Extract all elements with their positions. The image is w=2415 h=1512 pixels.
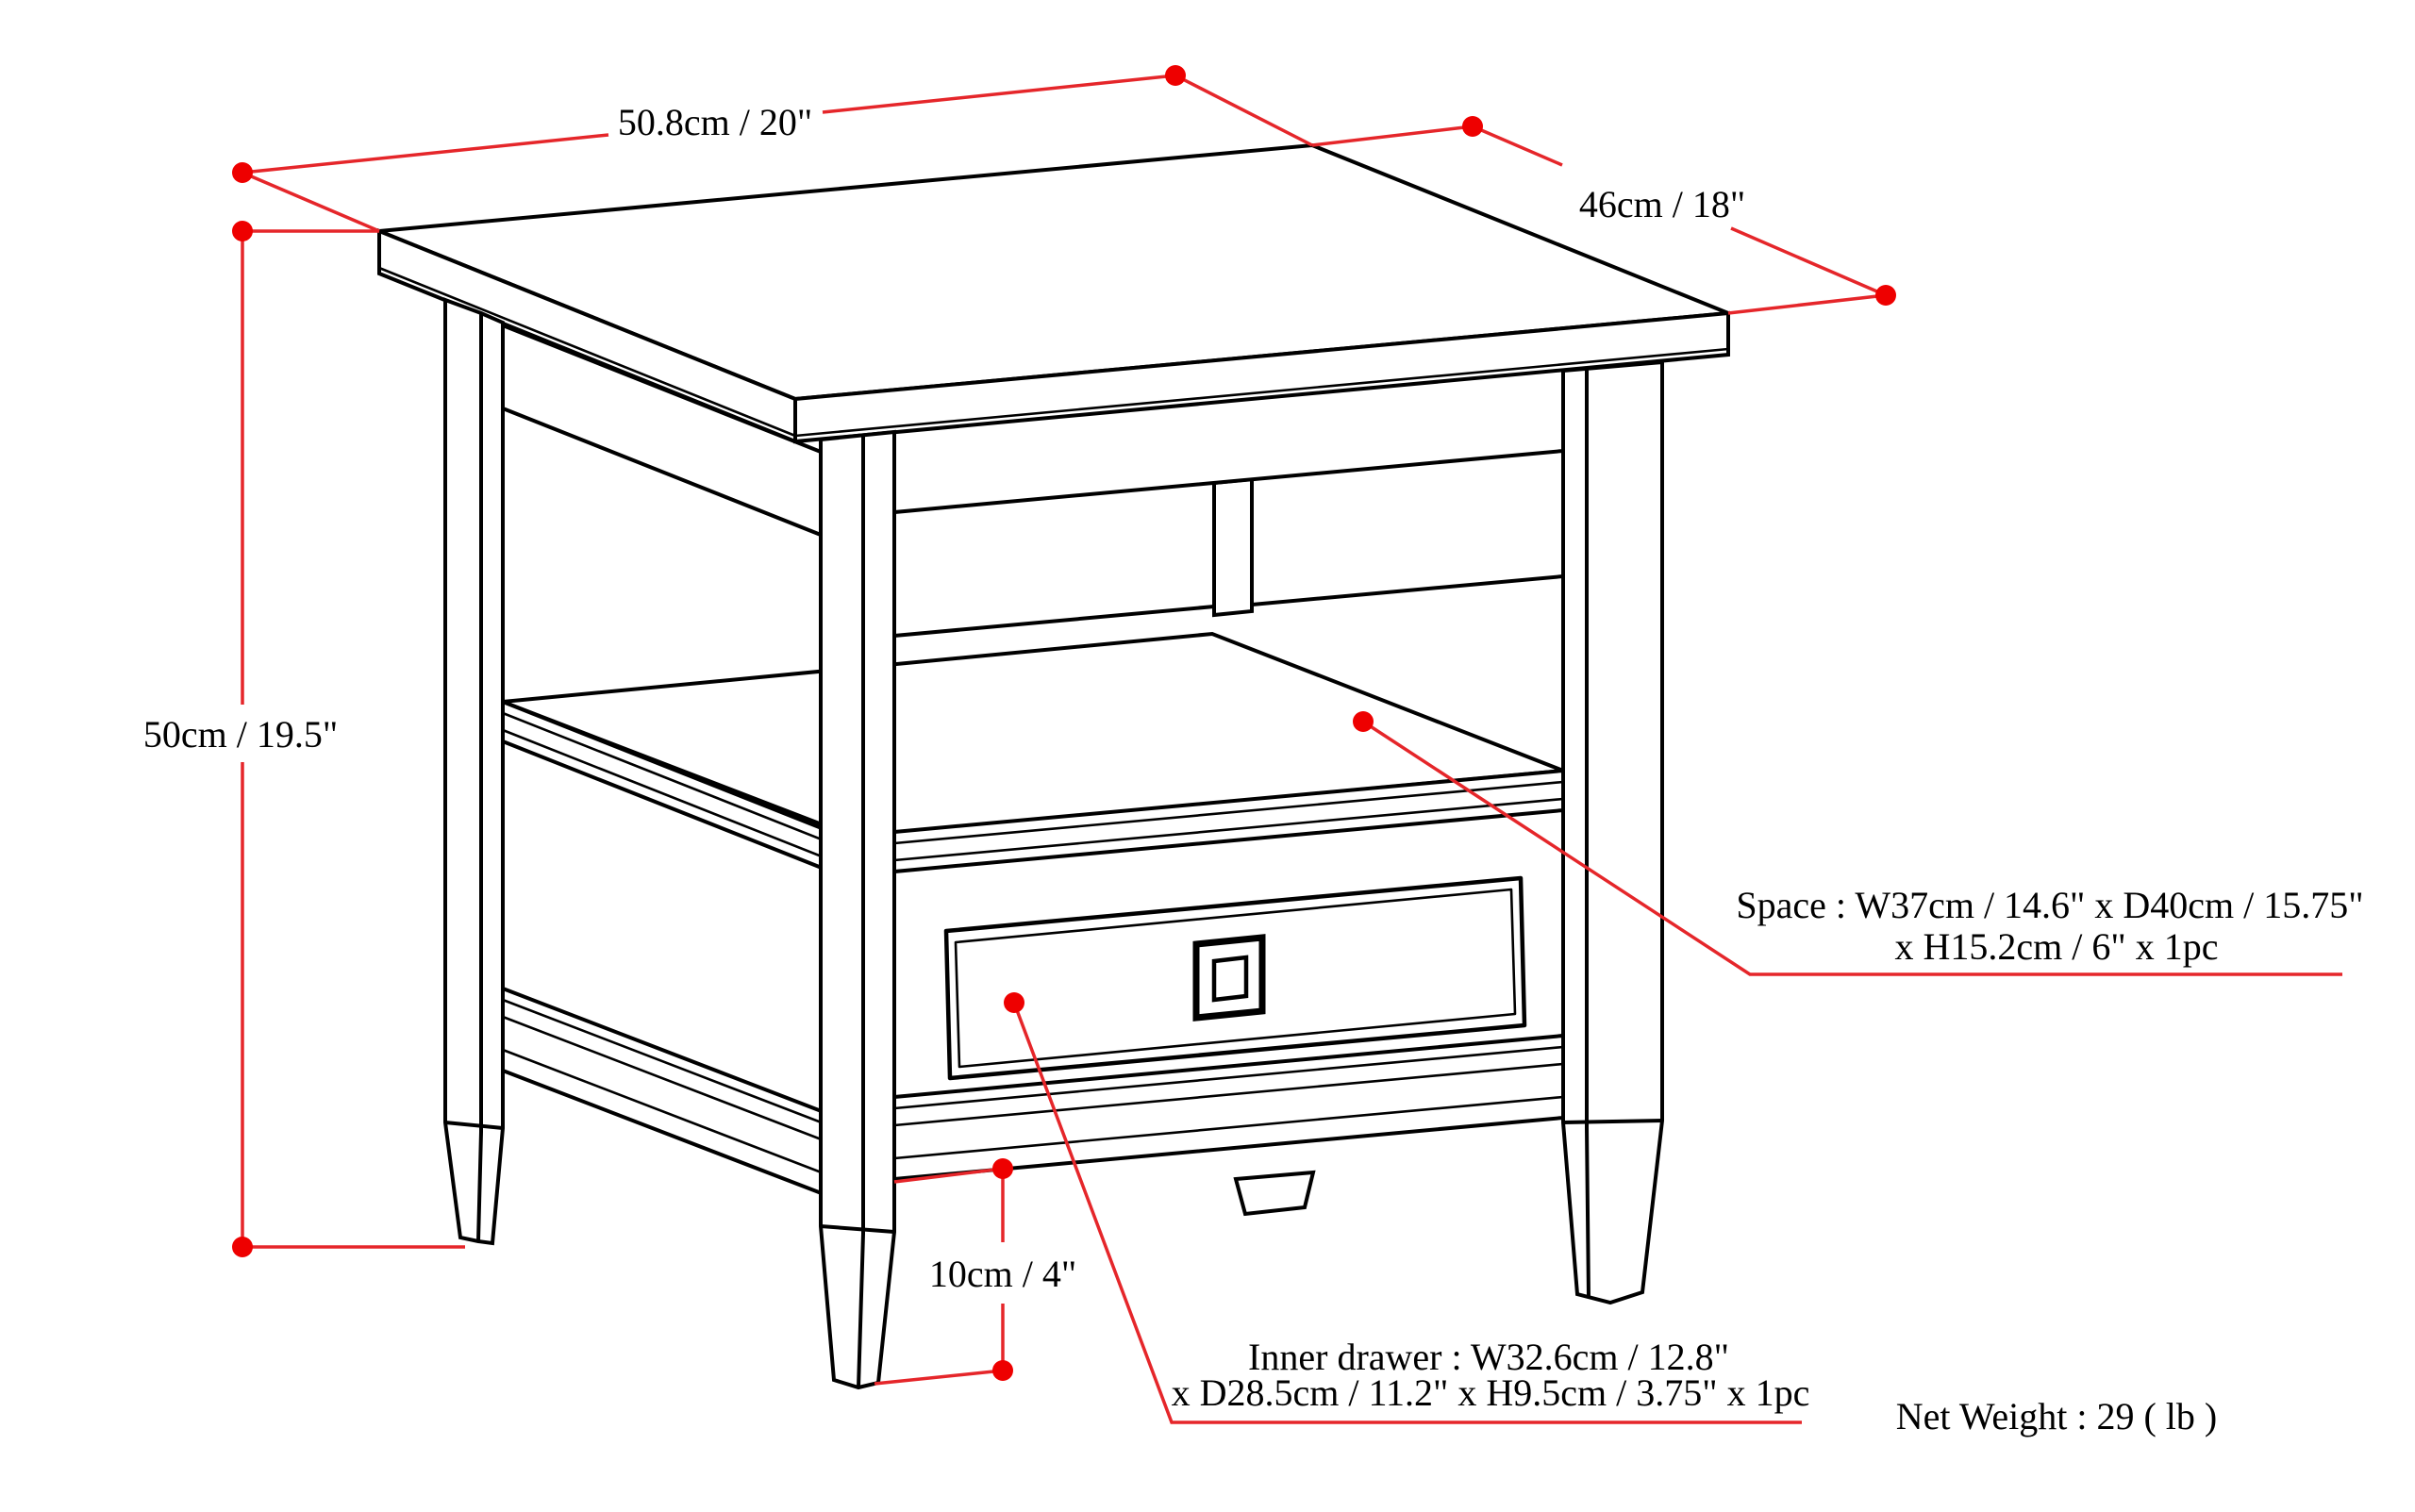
table-top-edge-line-left <box>378 266 796 438</box>
bottom-rails <box>501 986 1565 1217</box>
front-leg-body <box>819 429 896 1390</box>
height-label: 50cm / 19.5" <box>143 713 338 756</box>
net-weight-label: Net Weight : 29 ( lb ) <box>1896 1395 2217 1437</box>
dimension-point-dot <box>232 162 253 183</box>
top-width-leader-right <box>1174 74 1313 147</box>
rail-front-line-1 <box>893 1045 1564 1110</box>
left-leg <box>443 297 505 1246</box>
inner-drawer-leader <box>1012 1002 1802 1424</box>
rail-left-line-2 <box>502 1015 832 1145</box>
top-depth-dim-line-a <box>1472 125 1563 167</box>
top-depth-leader-left <box>1311 125 1474 147</box>
table-drawing <box>377 142 1730 1390</box>
drawer-handle-outer <box>1192 934 1266 1022</box>
drawer-handle-icon <box>1192 934 1266 1022</box>
rail-front-line-2 <box>893 1062 1564 1127</box>
shelf-space-leader <box>1362 720 2342 976</box>
top-width-leader-left <box>242 171 380 233</box>
shelf-left-band-line-2 <box>502 728 832 862</box>
center-bracket <box>1233 1170 1316 1217</box>
middle-shelf <box>501 699 1565 874</box>
dimension-point-dot <box>992 1360 1013 1381</box>
legs <box>443 297 1664 1390</box>
table-top-edge-line-front <box>794 347 1729 438</box>
drawer <box>943 875 1527 1081</box>
back-panel-bottom-edge-right <box>1251 574 1564 606</box>
leg-height-label: 10cm / 4" <box>929 1253 1076 1295</box>
shelf-front-band-line-1 <box>893 780 1564 845</box>
dimension-top-width: 50.8cm / 20" <box>232 65 1313 233</box>
back-leg <box>1212 476 1254 618</box>
shelf-left-band-line-1 <box>502 711 832 845</box>
left-foot-top-edge <box>444 1121 504 1130</box>
annotation-shelf-space: Space : W37cm / 14.6" x D40cm / 15.75" x… <box>1353 711 2364 976</box>
right-leg-body <box>1561 359 1664 1305</box>
shelf-space-label-line2: x H15.2cm / 6" x 1pc <box>1895 925 2219 968</box>
table-top-front-edge <box>793 310 1730 444</box>
table-top <box>377 142 1730 444</box>
leg-height-leader-bottom <box>874 1369 1004 1386</box>
dimension-height: 50cm / 19.5" <box>143 221 465 1257</box>
shelf-space-label-line1: Space : W37cm / 14.6" x D40cm / 15.75" <box>1736 884 2363 926</box>
right-leg-corner-edge <box>1585 369 1591 1299</box>
dimension-point-dot <box>1353 711 1374 732</box>
top-depth-leader-right <box>1727 293 1887 315</box>
open-shelf-interior <box>502 476 1564 839</box>
shelf-front-band-line-2 <box>893 797 1564 862</box>
dimension-point-dot <box>1462 116 1483 137</box>
top-width-dim-line-b <box>822 74 1176 114</box>
right-foot-top-edge <box>1562 1119 1663 1124</box>
dimension-leg-height: 10cm / 4" <box>874 1158 1076 1386</box>
right-leg <box>1561 359 1664 1305</box>
rail-front-line-3 <box>893 1095 1564 1160</box>
drawer-front-inner <box>954 888 1517 1069</box>
dimension-point-dot <box>1004 992 1024 1013</box>
dimension-point-dot <box>992 1158 1013 1179</box>
drawer-handle-inner <box>1211 955 1249 1003</box>
dimension-top-depth: 46cm / 18" <box>1311 116 1896 315</box>
top-width-label: 50.8cm / 20" <box>618 101 812 143</box>
back-panel-bottom-edge-left <box>893 605 1215 638</box>
left-leg-body <box>443 297 505 1246</box>
dimension-point-dot <box>1165 65 1186 86</box>
dimension-point-dot <box>232 1237 253 1257</box>
top-width-dim-line-a <box>242 133 609 174</box>
rail-left-line-1 <box>502 998 832 1128</box>
front-leg-corner-edge <box>857 436 865 1388</box>
dimension-point-dot <box>1875 285 1896 306</box>
leg-height-leader-top <box>893 1167 1004 1184</box>
front-leg <box>819 429 896 1390</box>
dimension-point-dot <box>232 221 253 241</box>
front-foot-top-edge <box>820 1224 895 1234</box>
left-leg-corner-edge <box>476 313 483 1242</box>
top-depth-label: 46cm / 18" <box>1579 183 1745 225</box>
inner-drawer-label-line2: x D28.5cm / 11.2" x H9.5cm / 3.75" x 1pc <box>1172 1371 1810 1414</box>
top-depth-dim-line-b <box>1730 226 1887 297</box>
inner-drawer-label-line1: Inner drawer : W32.6cm / 12.8" <box>1248 1336 1729 1378</box>
annotation-inner-drawer: Inner drawer : W32.6cm / 12.8" x D28.5cm… <box>1004 992 1810 1424</box>
dimension-annotations: 50.8cm / 20" 46cm / 18" 50cm / 1 <box>143 65 2364 1437</box>
rail-left-line-3 <box>502 1048 832 1178</box>
